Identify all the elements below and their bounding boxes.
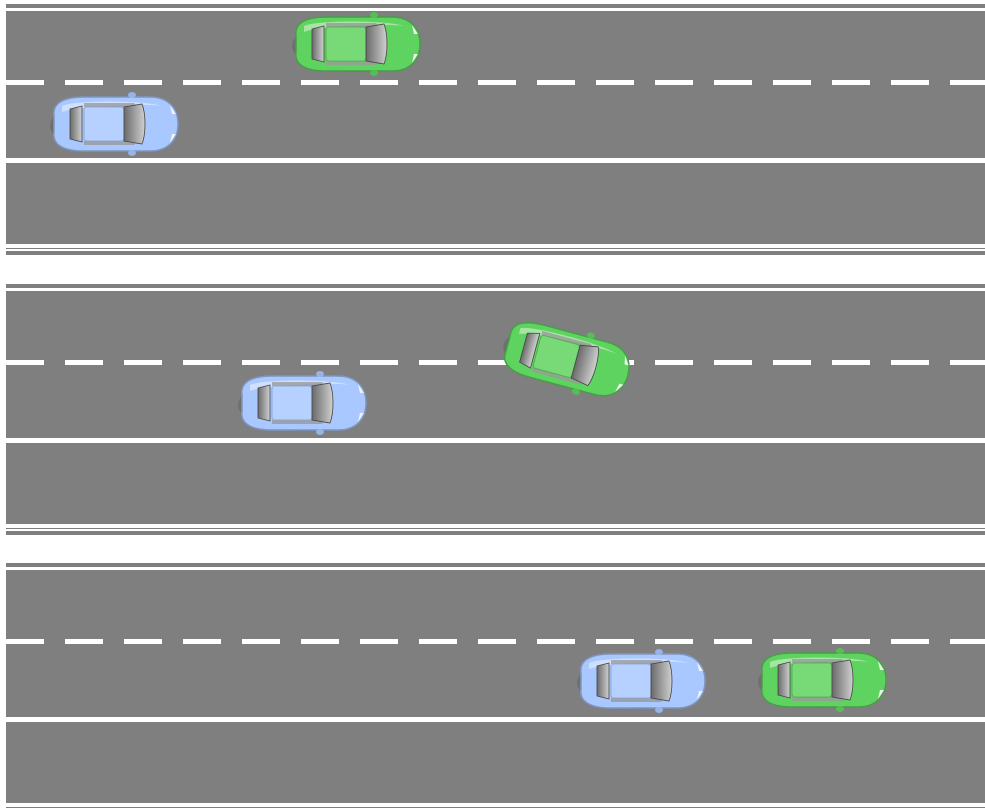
dashed-lane-line — [6, 639, 985, 644]
panel-2 — [6, 284, 985, 535]
green-car — [503, 322, 630, 397]
road-surface — [6, 291, 985, 529]
road-edge-bottom — [6, 251, 985, 255]
road-edge-top — [6, 4, 985, 8]
solid-lane-line — [6, 438, 985, 443]
panel-3 — [6, 563, 985, 808]
blue-car — [577, 649, 706, 713]
green-car — [292, 12, 421, 76]
dashed-lane-line — [6, 80, 985, 85]
road-border-line — [6, 524, 985, 528]
road-edge-bottom — [6, 531, 985, 535]
road-border-line — [6, 803, 985, 807]
panel-1 — [6, 4, 985, 255]
green-car — [758, 648, 887, 712]
solid-lane-line — [6, 158, 985, 163]
blue-car — [238, 371, 367, 435]
road-border-line — [6, 244, 985, 248]
road-edge-top — [6, 284, 985, 288]
solid-lane-line — [6, 717, 985, 722]
blue-car — [50, 92, 179, 156]
dashed-lane-line — [6, 360, 985, 365]
road-edge-top — [6, 563, 985, 567]
